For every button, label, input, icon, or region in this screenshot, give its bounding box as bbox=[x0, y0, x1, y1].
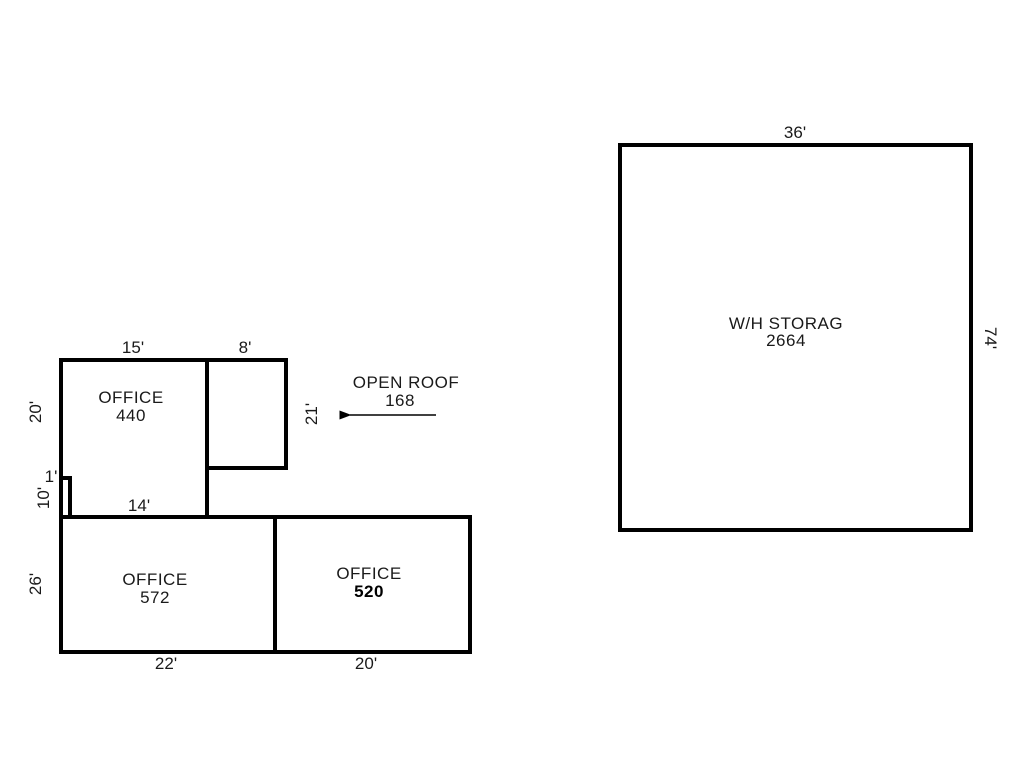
room-name-open-roof: OPEN ROOF bbox=[353, 373, 460, 392]
dim-lower-width: 14' bbox=[128, 496, 150, 515]
dim-office572-width: 22' bbox=[155, 654, 177, 673]
room-name-wh-storage: W/H STORAG bbox=[729, 314, 843, 333]
room-name-office-440: OFFICE bbox=[98, 388, 163, 407]
dim-wh-width: 36' bbox=[784, 123, 806, 142]
room-area-wh-storage: 2664 bbox=[766, 331, 806, 350]
room-area-office-440: 440 bbox=[116, 406, 146, 425]
room-name-office-520: OFFICE bbox=[336, 564, 401, 583]
room-area-office-572: 572 bbox=[140, 588, 170, 607]
open-roof-wall bbox=[205, 358, 288, 470]
dim-wh-height: 74' bbox=[981, 327, 1000, 349]
office-520-wall bbox=[273, 515, 472, 654]
dim-openroof-height: 21' bbox=[302, 403, 321, 425]
dim-jog: 1' bbox=[45, 467, 58, 486]
dim-office520-width: 20' bbox=[355, 654, 377, 673]
dim-lower-left-height: 10' bbox=[34, 487, 53, 509]
room-area-office-520: 520 bbox=[354, 582, 384, 601]
wh-storage-wall bbox=[618, 143, 973, 532]
room-name-office-572: OFFICE bbox=[122, 570, 187, 589]
dim-office572-height: 26' bbox=[26, 573, 45, 595]
dim-openroof-width: 8' bbox=[239, 338, 252, 357]
room-area-open-roof: 168 bbox=[385, 391, 415, 410]
dim-office440-width: 15' bbox=[122, 338, 144, 357]
dim-office440-height: 20' bbox=[26, 401, 45, 423]
office-440-wall bbox=[59, 358, 209, 519]
